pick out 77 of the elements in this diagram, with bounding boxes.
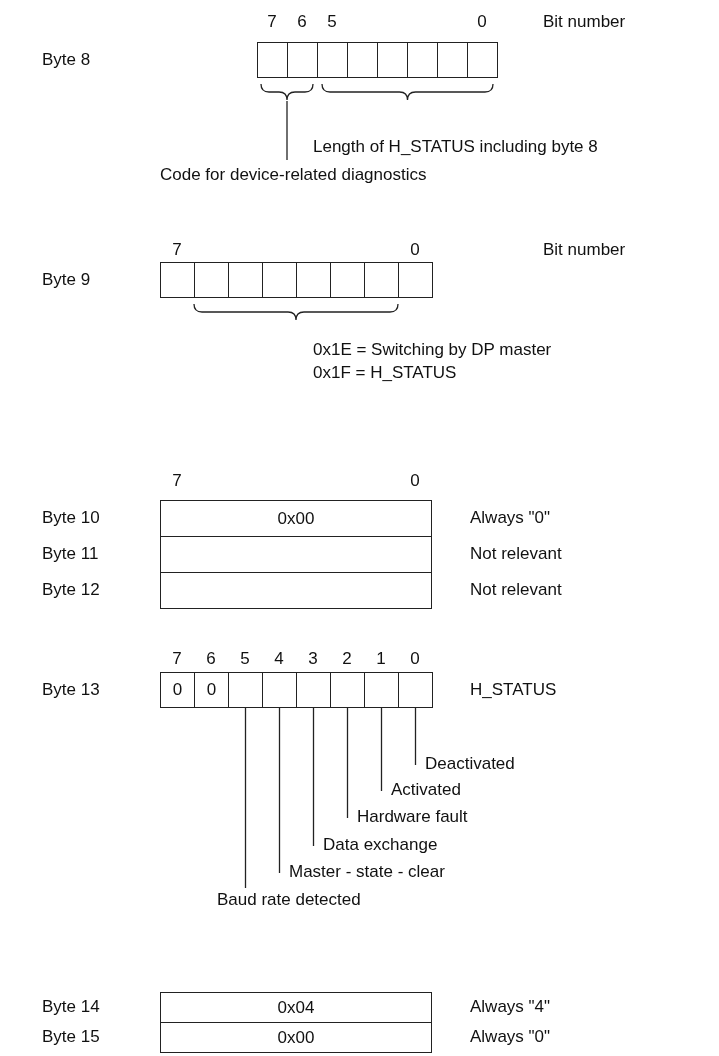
bit-number: 4 bbox=[274, 649, 284, 669]
bit-cell bbox=[296, 672, 331, 708]
bit-number: 0 bbox=[410, 649, 420, 669]
bit-cell bbox=[364, 262, 399, 298]
bit-cell bbox=[437, 42, 468, 78]
label-text: Always "0" bbox=[470, 508, 551, 528]
label-text: Length of H_STATUS including byte 8 bbox=[313, 137, 598, 157]
bit-cell: 0 bbox=[160, 672, 195, 708]
bit-cell bbox=[287, 42, 318, 78]
bit-description: Data exchange bbox=[323, 835, 438, 855]
bit-cell bbox=[262, 672, 297, 708]
byte-field bbox=[160, 536, 432, 573]
leader-line bbox=[346, 707, 349, 819]
byte-field: 0x04 bbox=[160, 992, 432, 1023]
bit-number: 7 bbox=[172, 240, 182, 260]
bit-cell bbox=[347, 42, 378, 78]
bit-description: Baud rate detected bbox=[217, 890, 361, 910]
label-text: Bit number bbox=[543, 240, 626, 260]
bit-number: 0 bbox=[410, 240, 420, 260]
bit-cell bbox=[407, 42, 438, 78]
byte-field: 0x00 bbox=[160, 500, 432, 537]
byte-field bbox=[160, 572, 432, 609]
bit-number: 7 bbox=[172, 649, 182, 669]
bit-cell bbox=[257, 42, 288, 78]
bit-number: 7 bbox=[267, 12, 277, 32]
bit-number: 5 bbox=[240, 649, 250, 669]
label-text: Byte 9 bbox=[42, 270, 91, 290]
label-text: Byte 12 bbox=[42, 580, 100, 600]
leader-line bbox=[312, 707, 315, 847]
byte-field: 0x00 bbox=[160, 1022, 432, 1053]
bit-number: 7 bbox=[172, 471, 182, 491]
bit-description: Hardware fault bbox=[357, 807, 468, 827]
label-text: Bit number bbox=[543, 12, 626, 32]
label-text: Byte 10 bbox=[42, 508, 100, 528]
bit-description: Activated bbox=[391, 780, 461, 800]
label-text: Byte 13 bbox=[42, 680, 100, 700]
bit-cell bbox=[398, 672, 433, 708]
bit-cell bbox=[160, 262, 195, 298]
bit-number: 5 bbox=[327, 12, 337, 32]
bit-number: 6 bbox=[206, 649, 216, 669]
bit-cell bbox=[296, 262, 331, 298]
bit-cell bbox=[194, 262, 229, 298]
bit-cell bbox=[262, 262, 297, 298]
label-text: Always "0" bbox=[470, 1027, 551, 1047]
label-text: H_STATUS bbox=[470, 680, 557, 700]
bit-number: 0 bbox=[410, 471, 420, 491]
leader-line bbox=[380, 707, 383, 792]
label-text: 0x1F = H_STATUS bbox=[313, 363, 457, 383]
label-text: 0x1E = Switching by DP master bbox=[313, 340, 552, 360]
leader-line bbox=[244, 707, 247, 889]
bit-number: 1 bbox=[376, 649, 386, 669]
bit-number: 0 bbox=[477, 12, 487, 32]
bit-cell bbox=[228, 262, 263, 298]
bit-description: Master - state - clear bbox=[289, 862, 445, 882]
leader-line bbox=[414, 707, 417, 766]
label-text: Byte 8 bbox=[42, 50, 91, 70]
bit-cell bbox=[330, 262, 365, 298]
leader-line bbox=[278, 707, 281, 874]
bit-cell bbox=[364, 672, 399, 708]
bit-cell bbox=[398, 262, 433, 298]
label-text: Always "4" bbox=[470, 997, 551, 1017]
bit-cell bbox=[317, 42, 348, 78]
bit-cell bbox=[228, 672, 263, 708]
label-text: Not relevant bbox=[470, 580, 562, 600]
label-text: Byte 11 bbox=[42, 544, 99, 564]
label-text: Not relevant bbox=[470, 544, 562, 564]
label-text: Code for device-related diagnostics bbox=[160, 165, 427, 185]
bit-cell bbox=[467, 42, 498, 78]
bit-description: Deactivated bbox=[425, 754, 515, 774]
bit-number: 3 bbox=[308, 649, 318, 669]
label-text: Byte 15 bbox=[42, 1027, 100, 1047]
bit-number: 6 bbox=[297, 12, 307, 32]
bit-cell: 0 bbox=[194, 672, 229, 708]
bit-cell bbox=[330, 672, 365, 708]
label-text: Byte 14 bbox=[42, 997, 100, 1017]
bit-number: 2 bbox=[342, 649, 352, 669]
bit-cell bbox=[377, 42, 408, 78]
